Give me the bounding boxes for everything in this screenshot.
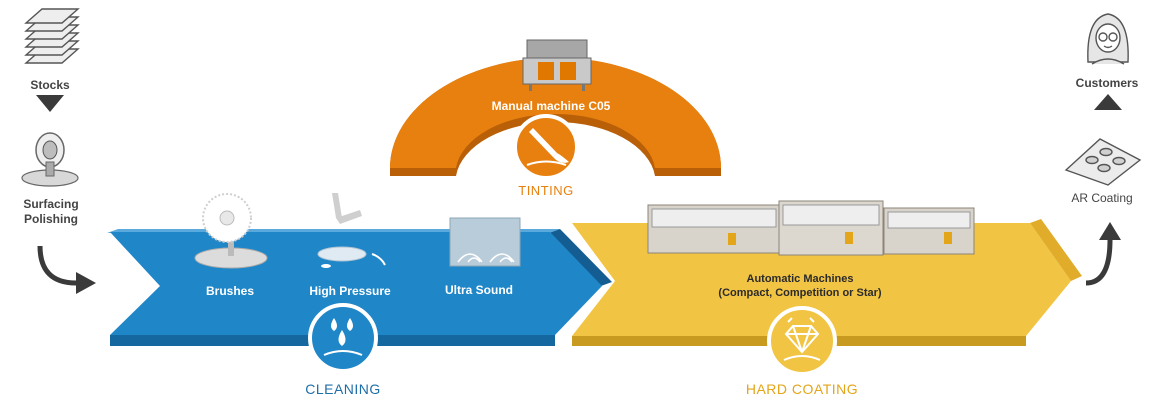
up-arrow-icon (1094, 94, 1122, 110)
manual-machine-icon (522, 39, 592, 91)
curved-arrow-up-icon (1085, 222, 1121, 286)
automatic-machines-line2: (Compact, Competition or Star) (718, 287, 882, 299)
cleaning-step-ultra-sound: Ultra Sound (445, 283, 513, 297)
down-arrow-icon (36, 95, 64, 112)
cleaning-step-high-pressure: High Pressure (309, 284, 391, 298)
tinting-badge (513, 114, 579, 180)
automatic-machines-icon (647, 200, 975, 256)
diamond-icon (784, 325, 820, 354)
curved-arrow-right-icon (37, 245, 96, 294)
ar-lens-tray-icon (1064, 138, 1142, 186)
paintbrush-icon (529, 128, 557, 157)
polishing-machine-icon (21, 132, 79, 187)
manual-machine-label: Manual machine C05 (491, 99, 611, 113)
water-drops-icon (331, 318, 353, 346)
pressure-nozzle-icon (317, 193, 386, 268)
ar-coating-label: AR Coating (1071, 191, 1133, 205)
automatic-machines-line1: Automatic Machines (746, 273, 854, 285)
ultrasound-tank-icon (449, 217, 521, 267)
cleaning-badge (308, 303, 378, 373)
hard-coating-stage-label: HARD COATING (745, 381, 859, 397)
hard-coating-badge (767, 306, 837, 376)
brush-wheel-icon (194, 193, 268, 269)
surfacing-label: Surfacing Polishing (10, 197, 92, 227)
cleaning-stage-label: CLEANING (305, 381, 381, 397)
stocks-label: Stocks (30, 78, 70, 92)
customers-label: Customers (1075, 76, 1139, 90)
surfacing-label-line2: Polishing (24, 212, 78, 226)
tinting-stage-label: TINTING (518, 183, 574, 198)
customer-avatar-icon (1087, 13, 1129, 65)
lens-stack-icon (24, 8, 80, 64)
cleaning-step-brushes: Brushes (205, 284, 255, 298)
surfacing-label-line1: Surfacing (23, 197, 79, 211)
automatic-machines-label: Automatic Machines (Compact, Competition… (700, 272, 900, 300)
